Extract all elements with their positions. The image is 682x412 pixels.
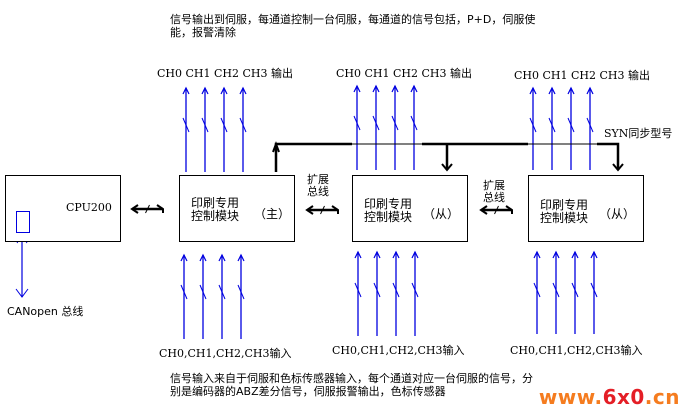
canopen-arrow-down-icon: [15, 288, 29, 298]
master-output-ch1-slash: [201, 117, 209, 133]
slave1-output-ch0-slash: [353, 115, 361, 131]
slave2-output-ch2-slash: [567, 117, 575, 133]
output-description-note: 信号输出到伺服，每通道控制一台伺服，每通道的信号包括，P+D，伺服使 能，报警清…: [170, 13, 536, 39]
master-input-ch3-arrow-icon: [237, 253, 245, 262]
slave1-input-ch1-arrow-icon: [373, 250, 381, 259]
module-master-output-label: CH0 CH1 CH2 CH3 输出: [157, 67, 294, 80]
module-slave-1-role: （从）: [423, 207, 460, 221]
module-slave-1-input-label: CH0,CH1,CH2,CH3输入: [332, 344, 465, 357]
master-to-slave1-bus-right-arrow-icon: [331, 205, 339, 214]
slave1-input-ch3-arrow-icon: [411, 250, 419, 259]
expansion-bus-label-2-line2: 总线: [483, 191, 505, 204]
module-slave-1-output-label: CH0 CH1 CH2 CH3 输出: [336, 67, 473, 80]
module-slave-2-output-label: CH0 CH1 CH2 CH3 输出: [514, 69, 651, 82]
master-output-ch2-slash: [220, 117, 228, 133]
slave1-input-ch2-slash: [392, 282, 400, 298]
master-output-ch3-slash: [239, 117, 247, 133]
slave1-input-ch2-arrow-icon: [392, 250, 400, 259]
cpu-box: CPU200: [5, 175, 121, 242]
slave1-input-ch3-slash: [411, 282, 419, 298]
cpu-to-master-bus-right-arrow-icon: [156, 204, 164, 213]
slave2-input-ch3-arrow-icon: [590, 250, 598, 259]
cpu-to-master-bus-left-arrow-icon: [130, 204, 139, 214]
master-output-ch3-arrow-icon: [239, 86, 247, 95]
sync-arrow-down-slave-2-icon: [612, 163, 624, 172]
sync-bus-left-segment: [274, 142, 352, 172]
canopen-bus-label: CANopen 总线: [7, 305, 84, 318]
master-input-ch3-slash: [237, 284, 245, 300]
slave1-output-ch1-slash: [372, 115, 380, 131]
master-to-slave1-bus-slash: [320, 205, 325, 215]
module-slave-2-box: 印刷专用 控制模块 （从）: [528, 175, 644, 242]
module-slave-2-role: （从）: [599, 207, 636, 221]
slave1-output-ch2-arrow-icon: [391, 84, 399, 93]
slave2-output-ch2-arrow-icon: [567, 86, 575, 95]
slave1-output-ch1-arrow-icon: [372, 84, 380, 93]
module-slave-1-title-1: 印刷专用: [364, 197, 413, 211]
cpu-label: CPU200: [66, 201, 112, 214]
expansion-bus-label-1: 扩展 总线: [307, 174, 329, 198]
master-output-ch0-arrow-icon: [182, 86, 190, 95]
slave2-input-ch1-arrow-icon: [552, 250, 560, 259]
input-description-note: 信号输入来自于伺服和色标传感器输入，每个通道对应一台伺服的信号，分 别是编码器的…: [170, 372, 533, 398]
slave1-input-ch1-slash: [373, 282, 381, 298]
slave2-input-ch2-arrow-icon: [571, 250, 579, 259]
sync-signal-label: SYN同步型号: [604, 127, 673, 140]
slave2-input-ch0-slash: [533, 282, 541, 298]
slave1-input-ch0-slash: [354, 282, 362, 298]
slave1-output-ch0-arrow-icon: [353, 84, 361, 93]
master-input-ch2-arrow-icon: [218, 253, 226, 262]
slave2-output-ch1-slash: [548, 117, 556, 133]
slave1-output-ch3-arrow-icon: [410, 84, 418, 93]
slave2-input-ch0-arrow-icon: [533, 250, 541, 259]
module-master-role: （主）: [254, 207, 291, 221]
watermark-part-1: www.: [538, 385, 603, 409]
sync-bus-right-segment: [597, 142, 620, 170]
master-output-ch0-slash: [182, 117, 190, 133]
slave1-to-slave2-bus-left-arrow-icon: [479, 205, 488, 215]
slave1-output-ch3-slash: [410, 115, 418, 131]
master-input-ch1-slash: [199, 284, 207, 300]
master-output-ch2-arrow-icon: [220, 86, 228, 95]
slave2-output-ch0-arrow-icon: [529, 86, 537, 95]
slave2-input-ch1-slash: [552, 282, 560, 298]
slave2-input-ch2-slash: [571, 282, 579, 298]
expansion-bus-label-1-line2: 总线: [307, 185, 329, 198]
module-slave-2-title-2: 控制模块: [540, 211, 589, 225]
module-master-input-label: CH0,CH1,CH2,CH3输入: [159, 347, 292, 360]
slave1-output-ch2-slash: [391, 115, 399, 131]
master-input-ch1-arrow-icon: [199, 253, 207, 262]
master-input-ch0-arrow-icon: [180, 253, 188, 262]
slave2-output-ch1-arrow-icon: [548, 86, 556, 95]
sync-arrow-up-icon: [272, 141, 280, 153]
module-slave-1-title-2: 控制模块: [364, 210, 413, 224]
slave1-to-slave2-bus-right-arrow-icon: [505, 205, 513, 214]
module-slave-2-title-1: 印刷专用: [540, 198, 589, 212]
module-master-title-1: 印刷专用: [191, 196, 240, 210]
slave2-output-ch3-arrow-icon: [586, 86, 594, 95]
master-input-ch2-slash: [218, 284, 226, 300]
canopen-port: [16, 211, 30, 233]
watermark-part-2: 6x0: [602, 385, 645, 409]
expansion-bus-label-2-line1: 扩展: [483, 179, 505, 192]
sync-arrow-down-slave-1-icon: [441, 163, 453, 172]
expansion-bus-label-1-line1: 扩展: [307, 173, 329, 186]
expansion-bus-label-2: 扩展 总线: [483, 180, 505, 204]
slave1-input-ch0-arrow-icon: [354, 250, 362, 259]
slave2-input-ch3-slash: [590, 282, 598, 298]
cpu-to-master-bus-slash: [145, 204, 150, 214]
module-slave-1-box: 印刷专用 控制模块 （从）: [352, 175, 468, 242]
watermark-part-3: .cn: [644, 385, 680, 409]
module-master-title-2: 控制模块: [191, 209, 240, 223]
master-input-ch0-slash: [180, 284, 188, 300]
master-output-ch1-arrow-icon: [201, 86, 209, 95]
module-master-box: 印刷专用 控制模块 （主）: [179, 175, 295, 242]
slave2-output-ch3-slash: [586, 117, 594, 133]
watermark-logo: www.6x0.cn: [539, 386, 680, 408]
slave1-to-slave2-bus-slash: [494, 205, 499, 215]
module-slave-2-input-label: CH0,CH1,CH2,CH3输入: [510, 344, 643, 357]
slave2-output-ch0-slash: [529, 117, 537, 133]
master-to-slave1-bus-left-arrow-icon: [305, 205, 314, 215]
